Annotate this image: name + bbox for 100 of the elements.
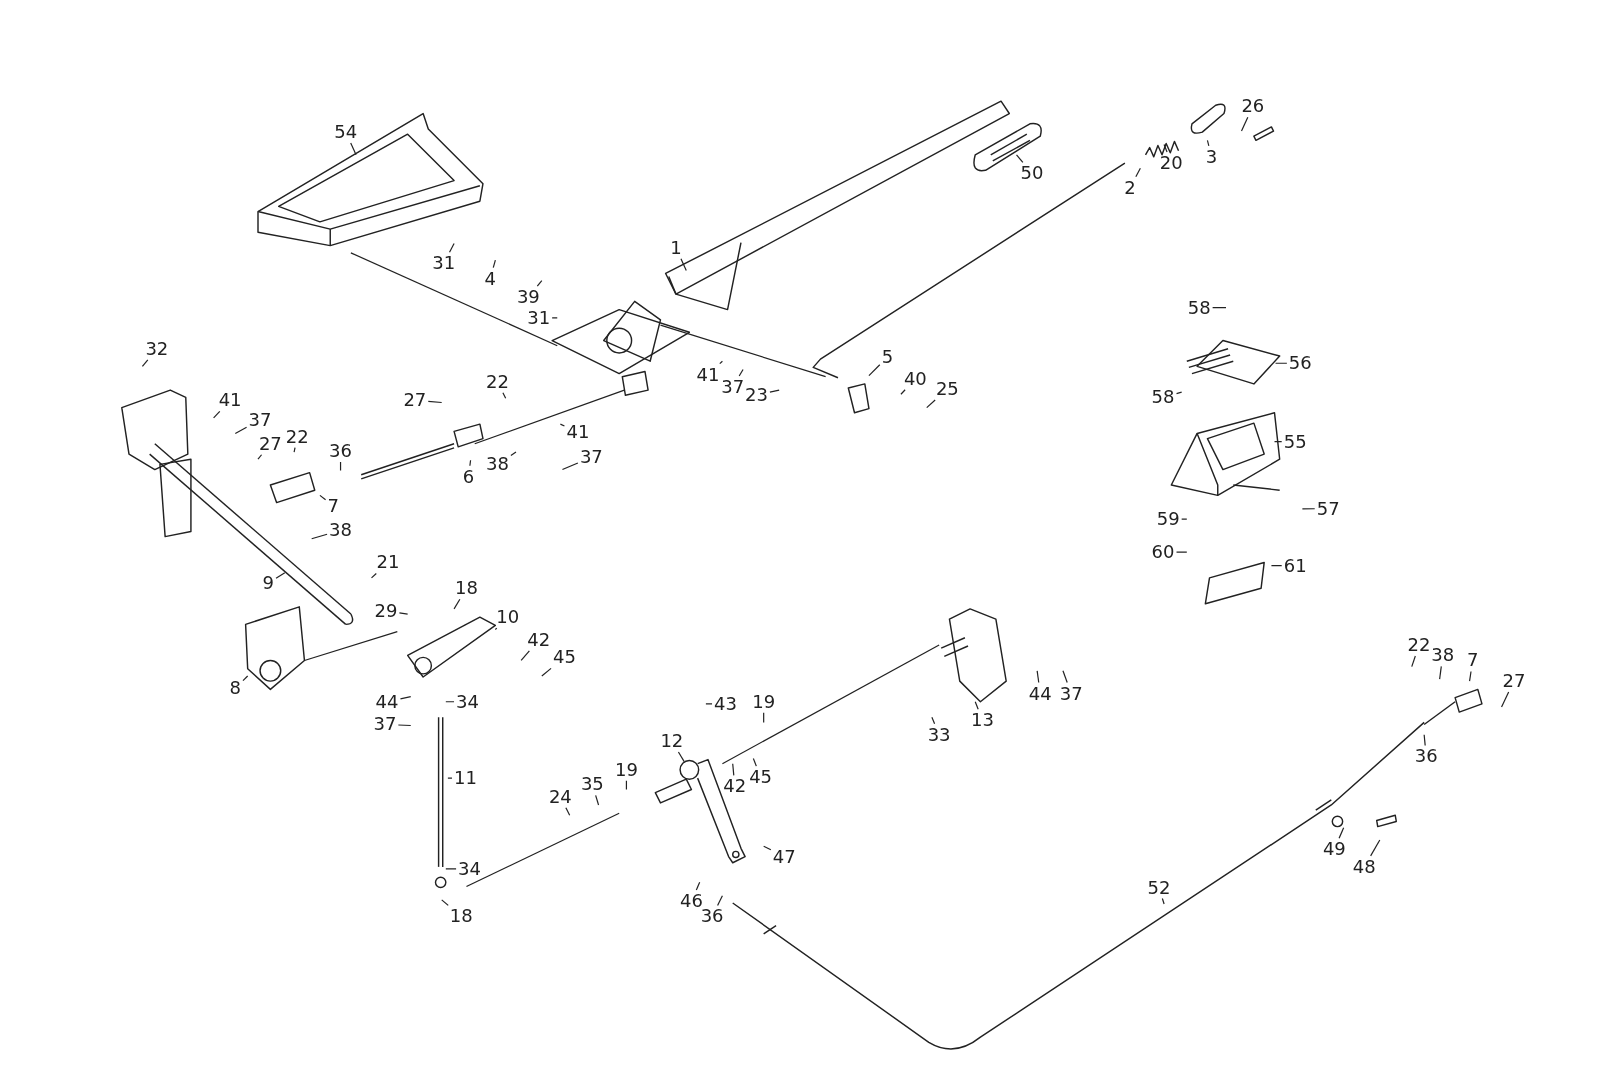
leader-line [319,494,327,501]
callout-number: 54 [334,122,358,143]
leader-line [257,454,263,460]
callout-number: 35 [580,774,604,795]
leader-line [445,868,457,870]
leader-line [763,712,765,723]
callout-number: 36 [700,906,724,927]
callout-number: 34 [458,858,481,879]
callout-number: 13 [971,710,994,731]
leader-line [595,794,600,806]
callout-number: 4 [484,268,496,289]
leader-line [447,777,453,779]
callout-number: 38 [485,454,509,475]
callout-number: 8 [229,678,241,699]
leader-line [559,423,566,427]
leader-line [536,280,543,287]
callout-number: 3 [1205,146,1218,167]
callout-number: 38 [329,520,352,541]
callout-number: 6 [462,466,475,487]
leader-line [1423,734,1426,747]
leader-line [1161,897,1165,905]
callout-number: 44 [1028,683,1052,704]
callout-number: 31 [432,253,456,274]
callout-number: 27 [1502,671,1526,692]
leader-line [492,259,496,269]
callout-number: 60 [1151,542,1175,563]
callout-number: 41 [218,390,242,411]
callout-number: 49 [1322,839,1346,860]
leader-line [1240,116,1249,132]
leader-line [625,780,627,791]
leader-line [1500,691,1510,708]
leader-line [448,242,455,253]
leader-line [469,459,472,467]
leader-line [1468,670,1472,682]
leader-line [695,881,701,891]
callout-number: 32 [145,338,169,359]
leader-line [1062,670,1068,684]
callout-number: 10 [496,607,520,628]
leader-line [763,845,772,851]
callout-number: 9 [262,573,275,594]
leader-line [398,612,409,615]
leader-line [769,389,780,393]
leader-line [370,572,377,579]
leader-line [1270,564,1283,567]
callout-number: 1 [670,237,682,258]
callout-number: 61 [1283,555,1307,576]
callout-number: 21 [376,552,400,573]
callout-number: 11 [453,768,477,789]
leader-line [974,701,979,710]
leader-line [738,368,744,377]
callout-number: 22 [285,426,309,447]
callout-number: 48 [1352,856,1376,877]
leader-line [541,667,552,677]
callout-number: 38 [1431,645,1455,666]
callout-number: 5 [881,347,894,368]
callout-number: 19 [614,759,638,780]
leader-line [926,399,936,409]
callout-number: 2 [1124,177,1136,198]
leader-line [1338,827,1345,839]
leader-line [311,533,328,540]
leader-line [1163,143,1168,153]
callout-number: 29 [374,600,398,621]
leader-line [868,364,881,377]
leader-line [732,763,735,776]
callout-number: 37 [1059,683,1083,704]
leader-line [502,392,507,399]
leader-line [141,359,149,367]
leader-line [213,410,221,419]
leader-line [752,757,757,767]
callout-number: 42 [723,776,747,797]
callout-number: 37 [248,410,272,430]
leader-line [397,724,412,727]
leader-line [441,899,449,906]
callout-number: 23 [745,385,768,406]
leader-line [494,627,498,631]
leader-line [242,675,249,682]
callout-number: 58 [1187,297,1211,318]
leader-line [1175,551,1188,553]
leader-line [510,451,517,457]
callout-number: 34 [456,691,479,712]
callout-number: 50 [1020,163,1044,184]
callout-number: 7 [327,495,340,516]
callout-number: 45 [553,647,576,668]
callout-number: 12 [660,730,684,751]
callout-number: 41 [696,364,720,385]
callout-number: 45 [749,767,773,788]
callout-number: 46 [680,890,703,911]
callout-number: 57 [1316,498,1340,519]
callout-number: 27 [403,390,427,411]
leader-line [1036,670,1040,684]
leader-line [561,462,579,471]
callout-number: 59 [1156,509,1180,530]
callout-number: 33 [927,724,951,745]
leader-line [520,650,530,662]
leader-line [445,701,455,703]
leader-line [427,400,443,404]
callout-number: 56 [1288,353,1312,374]
callout-number: 27 [258,433,282,454]
callout-number: 41 [566,422,590,443]
leader-line [931,716,936,725]
